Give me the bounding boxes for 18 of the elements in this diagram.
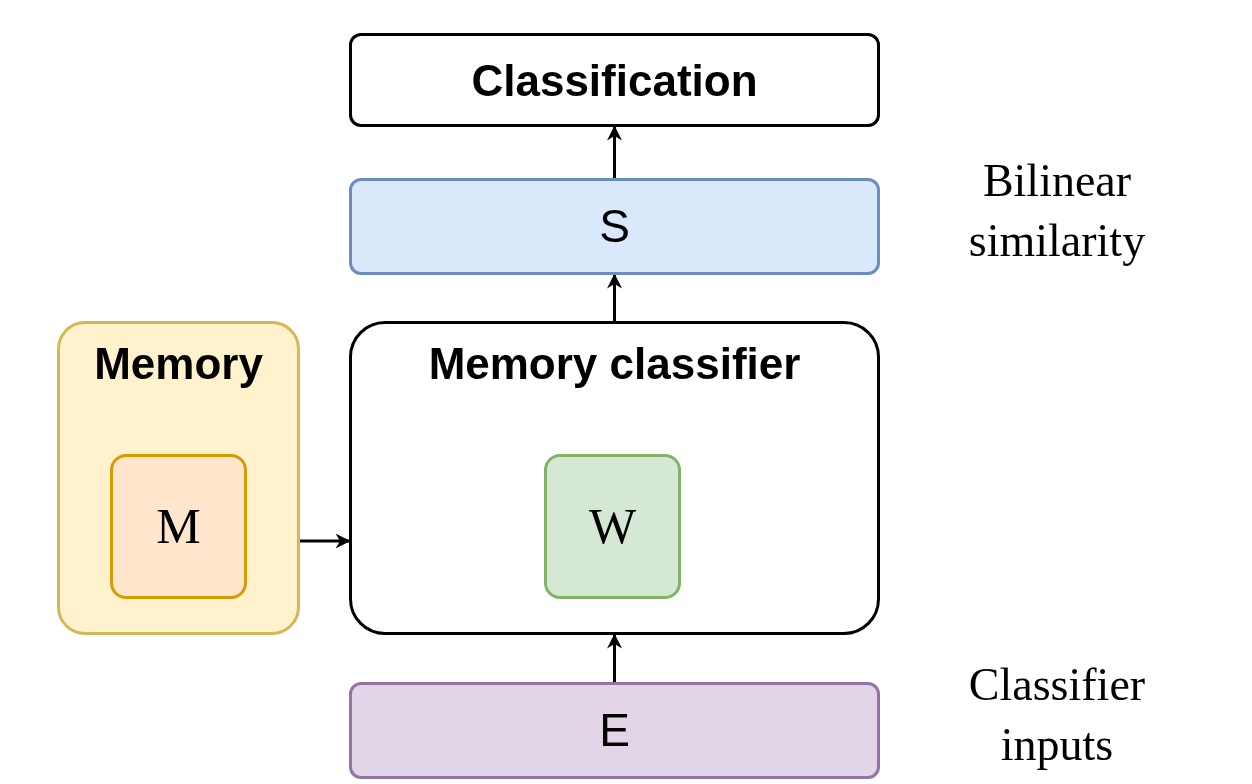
node-label: Memory classifier bbox=[428, 338, 801, 390]
side-annotation: Bilinear similarity bbox=[967, 154, 1147, 268]
weight-matrix-box bbox=[544, 454, 681, 599]
memory-matrix-box bbox=[110, 454, 247, 599]
classifier-container bbox=[349, 321, 880, 635]
node-label: Classification bbox=[471, 54, 758, 107]
node-label: S bbox=[599, 198, 630, 254]
node-label: E bbox=[599, 702, 630, 758]
node-label: Memory bbox=[94, 338, 263, 390]
memory-container bbox=[57, 321, 300, 635]
side-annotation: Classifier inputs bbox=[967, 658, 1147, 772]
arrow bbox=[607, 125, 622, 178]
output-box bbox=[349, 33, 880, 127]
arrow bbox=[607, 633, 622, 682]
node-label: M bbox=[156, 497, 201, 557]
arrow bbox=[300, 533, 351, 549]
node-label: W bbox=[588, 497, 637, 557]
arrow bbox=[607, 273, 622, 321]
